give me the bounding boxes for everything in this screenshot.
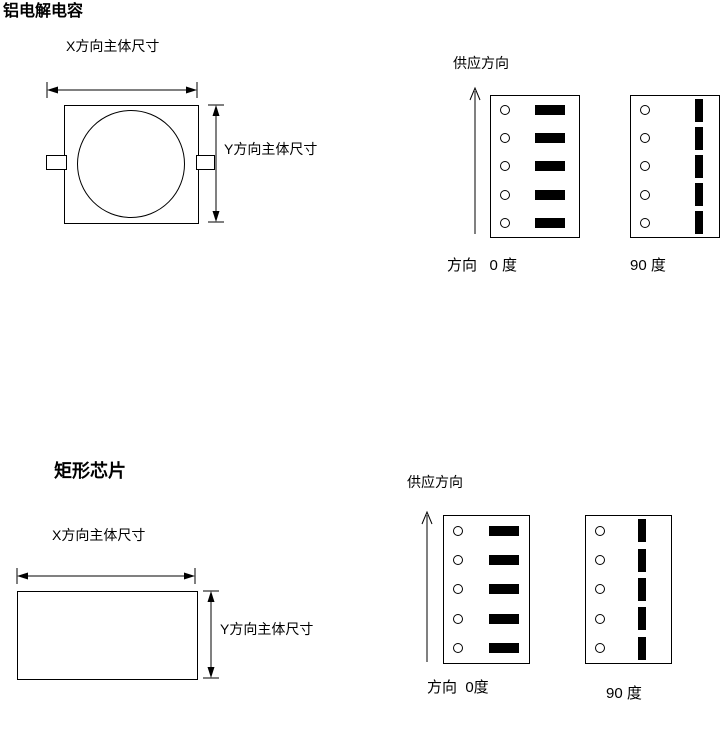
tape-row bbox=[444, 525, 529, 536]
component-pocket bbox=[638, 577, 646, 601]
tape-row bbox=[631, 211, 719, 235]
sprocket-hole bbox=[453, 643, 463, 654]
component-pocket bbox=[638, 607, 646, 631]
x-dimension-arrow bbox=[16, 568, 196, 584]
sprocket-hole bbox=[640, 105, 650, 116]
tape-row bbox=[491, 105, 579, 116]
tape-row bbox=[491, 189, 579, 200]
sprocket-hole bbox=[453, 555, 463, 566]
component-pocket bbox=[535, 105, 565, 116]
component-pocket bbox=[695, 126, 703, 150]
tape-row bbox=[444, 584, 529, 595]
y-dimension-label: Y方向主体尺寸 bbox=[220, 621, 314, 637]
section-title-chip: 矩形芯片 bbox=[54, 461, 126, 481]
tape-row bbox=[631, 154, 719, 178]
y-dimension-arrow bbox=[208, 104, 224, 223]
sprocket-hole bbox=[640, 133, 650, 144]
tape-row bbox=[586, 519, 671, 543]
sprocket-hole bbox=[640, 189, 650, 200]
tape-0-degrees bbox=[490, 95, 580, 238]
component-pocket bbox=[535, 189, 565, 200]
supply-direction-arrow bbox=[469, 86, 481, 234]
sprocket-hole bbox=[595, 613, 605, 624]
component-pocket bbox=[695, 154, 703, 178]
sprocket-hole bbox=[595, 555, 605, 566]
sprocket-hole bbox=[500, 105, 510, 116]
tape-row bbox=[586, 636, 671, 660]
y-dimension-arrow bbox=[203, 590, 219, 679]
x-dimension-arrow bbox=[46, 82, 198, 98]
capacitor-left-lead bbox=[46, 155, 67, 170]
sprocket-hole bbox=[500, 217, 510, 228]
component-pocket bbox=[695, 211, 703, 235]
component-pocket bbox=[638, 636, 646, 660]
x-dimension-label: X方向主体尺寸 bbox=[52, 527, 146, 543]
tape-row bbox=[586, 548, 671, 572]
supply-direction-label: 供应方向 bbox=[407, 474, 463, 490]
tape-row bbox=[491, 133, 579, 144]
sprocket-hole bbox=[595, 584, 605, 595]
component-pocket bbox=[535, 217, 565, 228]
sprocket-hole bbox=[453, 613, 463, 624]
capacitor-can-circle bbox=[77, 110, 185, 218]
tape-row bbox=[444, 613, 529, 624]
sprocket-hole bbox=[595, 643, 605, 654]
component-pocket bbox=[695, 183, 703, 207]
capacitor-body-outline bbox=[64, 105, 199, 224]
component-pocket bbox=[489, 643, 519, 654]
sprocket-hole bbox=[500, 161, 510, 172]
tape-row bbox=[631, 183, 719, 207]
sprocket-hole bbox=[500, 133, 510, 144]
component-pocket bbox=[489, 555, 519, 566]
component-pocket bbox=[695, 98, 703, 122]
sprocket-hole bbox=[640, 161, 650, 172]
tape-row bbox=[444, 555, 529, 566]
sprocket-hole bbox=[595, 525, 605, 536]
tape-row bbox=[631, 98, 719, 122]
component-pocket bbox=[489, 584, 519, 595]
tape-row bbox=[491, 161, 579, 172]
chip-body-outline bbox=[17, 591, 198, 680]
sprocket-hole bbox=[640, 217, 650, 228]
tape-row bbox=[444, 643, 529, 654]
sprocket-hole bbox=[453, 584, 463, 595]
tape-row bbox=[586, 577, 671, 601]
tape-0-degrees bbox=[443, 515, 530, 664]
tape-90-degrees bbox=[585, 515, 672, 664]
component-pocket bbox=[638, 548, 646, 572]
component-pocket bbox=[489, 613, 519, 624]
sprocket-hole bbox=[453, 525, 463, 536]
tape-row bbox=[491, 217, 579, 228]
orientation-90-label: 90 度 bbox=[606, 685, 642, 702]
supply-direction-arrow bbox=[421, 510, 433, 662]
component-pocket bbox=[638, 519, 646, 543]
tape-row bbox=[631, 126, 719, 150]
orientation-0-label: 方向 0度 bbox=[427, 679, 489, 696]
component-pocket bbox=[535, 161, 565, 172]
component-pocket bbox=[489, 525, 519, 536]
component-pocket bbox=[535, 133, 565, 144]
sprocket-hole bbox=[500, 189, 510, 200]
orientation-0-label: 方向 0 度 bbox=[447, 257, 518, 274]
x-dimension-label: X方向主体尺寸 bbox=[66, 38, 160, 54]
section-title-capacitor: 铝电解电容 bbox=[3, 3, 84, 20]
tape-row bbox=[586, 607, 671, 631]
y-dimension-label: Y方向主体尺寸 bbox=[224, 141, 318, 157]
capacitor-right-lead bbox=[196, 155, 215, 170]
supply-direction-label: 供应方向 bbox=[453, 55, 509, 71]
tape-90-degrees bbox=[630, 95, 720, 238]
orientation-90-label: 90 度 bbox=[630, 257, 666, 274]
